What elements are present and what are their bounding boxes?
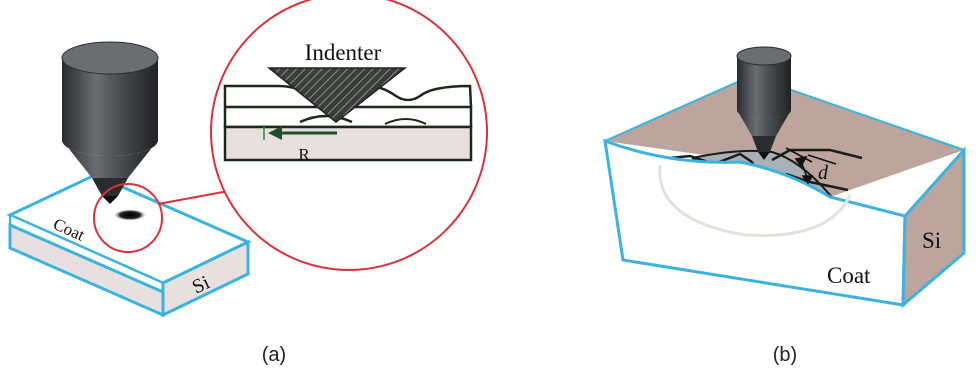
caption-b: (b) <box>772 344 798 366</box>
coat-top-face <box>605 76 964 197</box>
coated-sample-block <box>6 173 252 318</box>
indenter-probe-icon-b <box>736 46 792 160</box>
coat-front-face <box>603 138 907 307</box>
substrate-label-b: Si <box>922 228 941 253</box>
zoom-source-circle <box>93 183 163 253</box>
zoom-interface-bulge <box>299 114 353 124</box>
arrow-left-icon <box>268 126 337 140</box>
depth-label: d <box>818 162 829 184</box>
magnifier-circle-icon <box>210 0 488 271</box>
zoom-indenter-tip <box>266 67 408 123</box>
radius-label: R <box>298 145 310 164</box>
coat-label-b: Coat <box>827 263 871 288</box>
indenter-label: Indenter <box>305 40 382 65</box>
plastic-zone-arc <box>658 164 852 237</box>
substrate-right-face <box>901 146 966 309</box>
zoom-substrate <box>223 125 473 162</box>
indent-mark <box>113 209 147 221</box>
depth-arrow-icon <box>785 147 837 185</box>
panel-b: d Coat Si <box>603 46 966 309</box>
zoom-interface-bulge-2 <box>384 118 427 125</box>
zoom-connector-line <box>157 189 235 205</box>
sample-right-face <box>161 239 250 318</box>
panel-a: Indenter R Coat Si <box>6 0 488 318</box>
caption-a: (a) <box>261 344 287 366</box>
indenter-probe-icon <box>61 41 159 204</box>
